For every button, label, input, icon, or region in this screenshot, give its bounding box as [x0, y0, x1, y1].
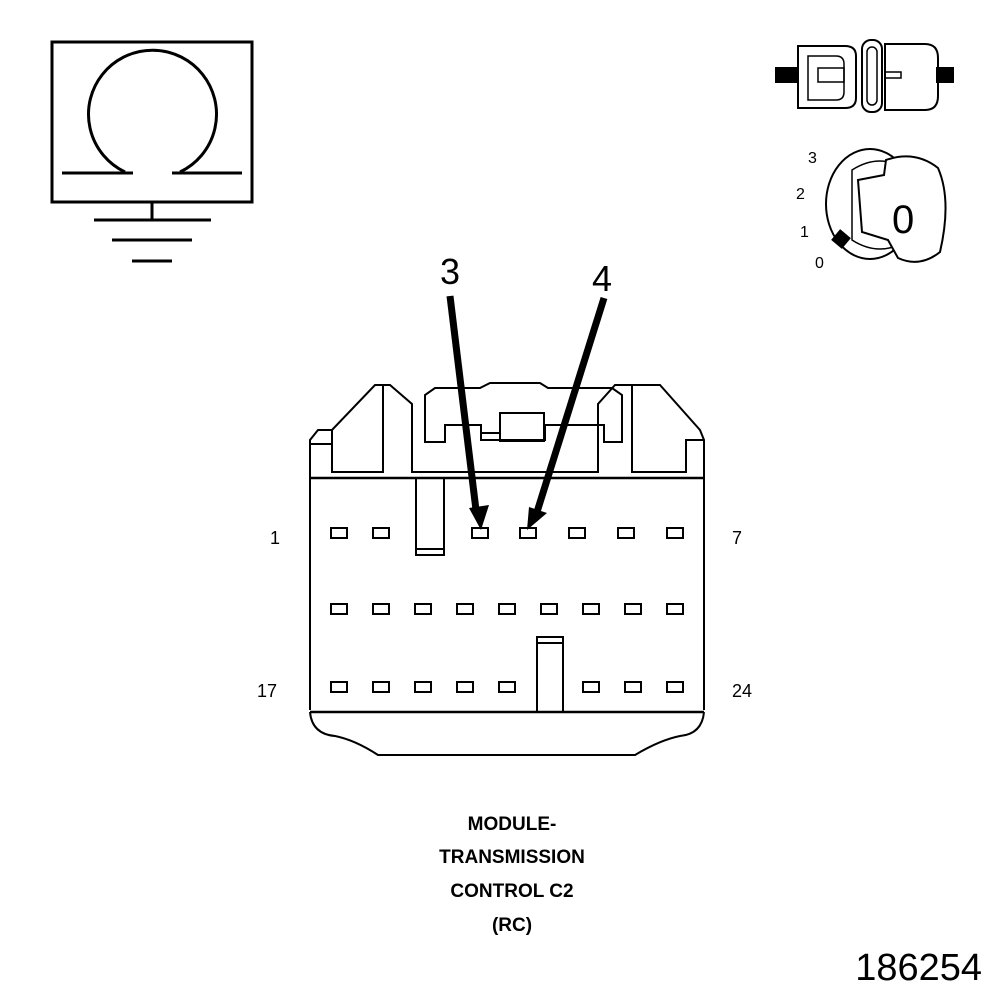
pin-label-1: 1 [270, 528, 280, 548]
pin-cavity [456, 681, 474, 693]
pin-cavity [617, 527, 635, 539]
callout-arrow-4 [527, 296, 608, 530]
pin-cavity [568, 527, 586, 539]
connector-body [309, 382, 705, 756]
ignition-key-icon: 3 2 1 0 0 [796, 148, 947, 272]
pin-cavity [624, 681, 642, 693]
ignition-key-letter: 0 [892, 198, 914, 242]
figure-number: 186254 [855, 947, 982, 989]
ignition-position-0: 0 [815, 255, 824, 272]
caption-line-4: (RC) [492, 915, 532, 936]
pin-cavity [372, 603, 390, 615]
pin-label-7: 7 [732, 528, 742, 548]
pin-cavity [519, 527, 537, 539]
pin-cavity [456, 603, 474, 615]
ohmmeter-icon [50, 40, 254, 263]
pin-cavity [582, 681, 600, 693]
pin-cavity [330, 681, 348, 693]
caption-line-2: TRANSMISSION [439, 847, 585, 868]
caption-line-1: MODULE- [468, 814, 557, 835]
pin-cavity [414, 603, 432, 615]
pin-label-24: 24 [732, 681, 752, 701]
pin-cavity [372, 527, 390, 539]
pin-cavity [624, 603, 642, 615]
pin-cavities [330, 527, 684, 693]
pin-cavity [582, 603, 600, 615]
pin-cavity [471, 527, 489, 539]
callout-label-4: 4 [592, 258, 612, 299]
disconnected-connector-icon [775, 39, 954, 113]
pin-cavity [498, 603, 516, 615]
pin-cavity [330, 527, 348, 539]
callout-arrow-3 [446, 295, 489, 530]
pin-cavity [414, 681, 432, 693]
ignition-position-2: 2 [796, 186, 805, 203]
callout-label-3: 3 [440, 251, 460, 292]
pin-cavity [666, 681, 684, 693]
ignition-position-1: 1 [800, 224, 809, 241]
pin-cavity [498, 681, 516, 693]
ignition-position-3: 3 [808, 150, 817, 167]
pin-cavity [666, 603, 684, 615]
pin-cavity [330, 603, 348, 615]
pin-cavity [372, 681, 390, 693]
pin-cavity [540, 603, 558, 615]
caption-line-3: CONTROL C2 [450, 881, 573, 902]
pin-label-17: 17 [257, 681, 277, 701]
pin-cavity [666, 527, 684, 539]
